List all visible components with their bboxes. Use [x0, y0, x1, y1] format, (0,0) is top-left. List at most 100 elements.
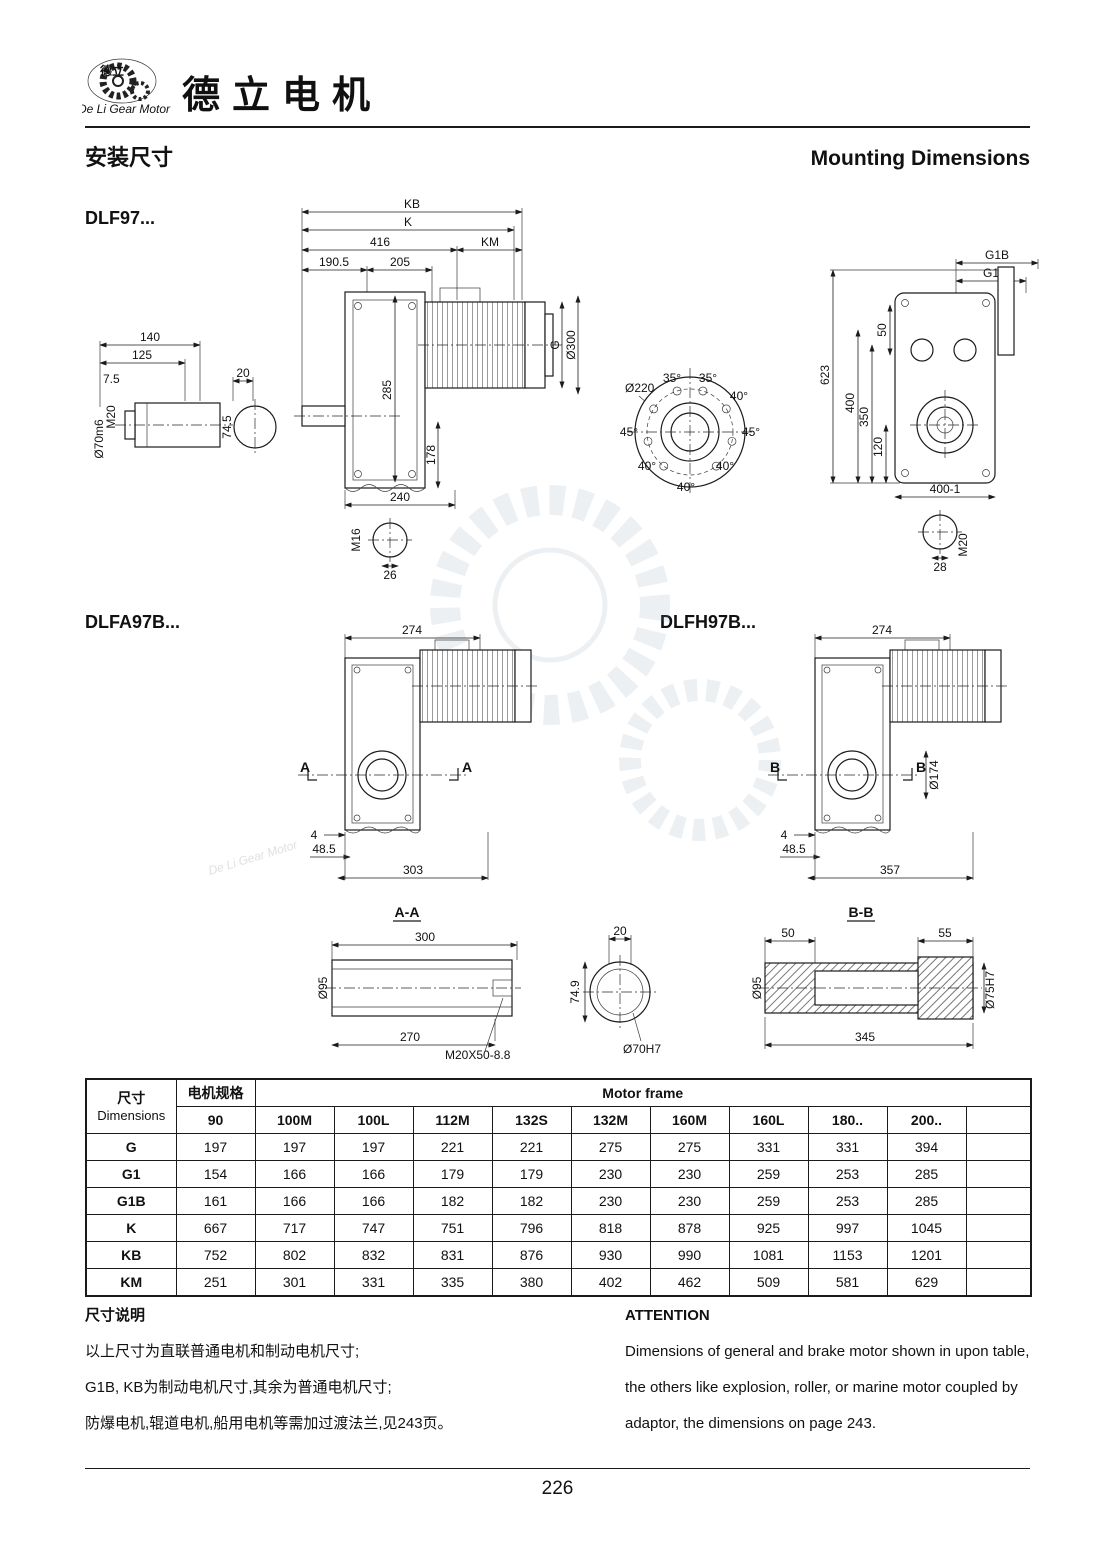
cell: 831 [412, 1241, 493, 1269]
col-112m: 112M [412, 1106, 493, 1134]
dim-205: 205 [390, 255, 410, 269]
dim-240: 240 [390, 490, 410, 504]
model-label-dlfa97b: DLFA97B... [85, 612, 181, 632]
dim-20-mid: 20 [613, 924, 627, 938]
dim-270: 270 [400, 1030, 420, 1044]
spline-end-bb [917, 956, 974, 1020]
title-row: 安装尺寸 Mounting Dimensions [85, 140, 1030, 172]
dim-label-cn: 尺寸 [117, 1089, 146, 1106]
cell: 802 [254, 1241, 335, 1269]
col-132s: 132S [491, 1106, 572, 1134]
cell: 717 [254, 1214, 335, 1242]
cell: 462 [649, 1268, 730, 1297]
gear-housing [344, 291, 426, 489]
cell: 259 [728, 1187, 809, 1215]
dim-140: 140 [140, 330, 160, 344]
cell: 629 [886, 1268, 967, 1297]
cell: 253 [807, 1187, 888, 1215]
gear-hub [112, 75, 124, 87]
dim-274-h: 274 [872, 623, 892, 637]
dimensions-table-wrap: 尺寸 Dimensions 电机规格 Motor frame 90 100M 1… [85, 1078, 1032, 1297]
cell: 221 [412, 1133, 493, 1161]
dim-274-a: 274 [402, 623, 422, 637]
gear-icon [99, 62, 137, 100]
dim-48-5-h: 48.5 [782, 842, 806, 856]
dim-m20-rear: M20 [956, 533, 970, 557]
cell: 166 [254, 1160, 335, 1188]
cell: 221 [491, 1133, 572, 1161]
cell: 197 [175, 1133, 256, 1161]
attention-line-2: the others like explosion, roller, or ma… [625, 1379, 1018, 1396]
cell: 751 [412, 1214, 493, 1242]
frame-size-row: 90 100M 100L 112M 132S 132M 160M 160L 18… [86, 1106, 1032, 1134]
cell: 331 [728, 1133, 809, 1161]
dim-95-bb: Ø95 [750, 976, 764, 999]
dim-kb: KB [404, 197, 420, 211]
dim-174: Ø174 [927, 760, 941, 790]
table-empty-cell [965, 1133, 1032, 1161]
solid-shaft-section-drawing: 20 74.9 Ø70H7 [568, 924, 661, 1056]
dim-400-1: 400-1 [930, 482, 961, 496]
dim-350: 350 [857, 407, 871, 427]
section-aa-title: A-A [395, 904, 420, 920]
angle-40-bottom: 40° [677, 480, 695, 494]
dim-g: G [548, 340, 562, 349]
cell: 752 [175, 1241, 256, 1269]
cell: 876 [491, 1241, 572, 1269]
col-90: 90 [175, 1106, 256, 1134]
dim-28: 28 [933, 560, 947, 574]
table-empty-cell [965, 1241, 1032, 1269]
dim-20: 20 [236, 366, 250, 380]
notes-chinese: 尺寸说明 以上尺寸为直联普通电机和制动电机尺寸; G1B, KB为制动电机尺寸,… [85, 1298, 555, 1442]
notes-line-1: 以上尺寸为直联普通电机和制动电机尺寸; [85, 1343, 360, 1360]
dlf97-side-view-drawing: KB K 416 KM 190.5 205 [294, 197, 581, 582]
footer-rule [85, 1468, 1030, 1469]
col-100m: 100M [254, 1106, 335, 1134]
cell: 509 [728, 1268, 809, 1297]
motor-frame-header: Motor frame [254, 1078, 1032, 1107]
section-aa-drawing: A-A 300 Ø95 270 M20X50-8.8 [316, 904, 521, 1062]
gear-housing-h [814, 657, 891, 831]
dimensions-table: 尺寸 Dimensions 电机规格 Motor frame 90 100M 1… [85, 1078, 1032, 1297]
cell: 230 [570, 1160, 651, 1188]
dim-125: 125 [132, 348, 152, 362]
cell: 335 [412, 1268, 493, 1297]
dim-220: Ø220 [625, 381, 655, 395]
section-b-right: B [916, 759, 926, 775]
cell: 230 [649, 1160, 730, 1188]
cell: 930 [570, 1241, 651, 1269]
dim-285: 285 [380, 380, 394, 400]
col-180: 180.. [807, 1106, 888, 1134]
cell: 1045 [886, 1214, 967, 1242]
row-label: K [85, 1214, 177, 1242]
dim-70m6: Ø70m6 [92, 419, 106, 459]
cell: 166 [254, 1187, 335, 1215]
angle-45-left: 45° [620, 425, 638, 439]
attention-line-1: Dimensions of general and brake motor sh… [625, 1343, 1030, 1360]
brand-name: 德立电机 [182, 75, 383, 117]
attention-note: ATTENTION Dimensions of general and brak… [625, 1298, 1035, 1442]
dim-4-h: 4 [781, 828, 788, 842]
dim-55-bb: 55 [938, 926, 952, 940]
dim-303: 303 [403, 863, 423, 877]
dim-m20x50: M20X50-8.8 [445, 1048, 511, 1062]
notes-line-2: G1B, KB为制动电机尺寸,其余为普通电机尺寸; [85, 1379, 392, 1396]
header-rule [85, 126, 1030, 128]
terminal-box [439, 287, 481, 303]
dim-357: 357 [880, 863, 900, 877]
attention-title: ATTENTION [625, 1307, 710, 1324]
page-title-en: Mounting Dimensions [810, 147, 1030, 170]
dim-26: 26 [383, 568, 397, 582]
cell: 197 [254, 1133, 335, 1161]
cell: 253 [807, 1160, 888, 1188]
cell: 182 [491, 1187, 572, 1215]
angle-45-right: 45° [742, 425, 760, 439]
dim-7-5: 7.5 [103, 372, 120, 386]
dim-416: 416 [370, 235, 390, 249]
cell: 1153 [807, 1241, 888, 1269]
watermark-text: De Li Gear Motor [207, 837, 300, 878]
logo-swoosh [87, 58, 157, 104]
cell: 796 [491, 1214, 572, 1242]
dim-g1b: G1B [985, 248, 1009, 262]
